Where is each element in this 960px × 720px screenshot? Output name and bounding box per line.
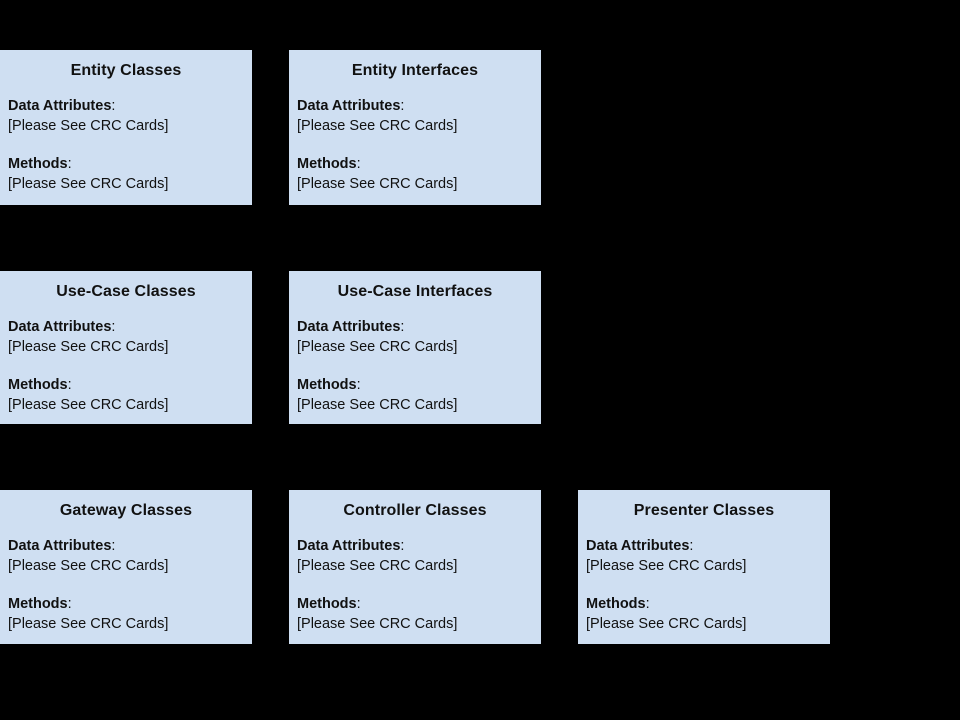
attributes-colon: : (400, 98, 405, 114)
methods-value: [Please See CRC Cards] (297, 396, 458, 413)
methods-colon: : (67, 377, 72, 394)
methods-label-line: Methods: (297, 595, 541, 615)
class-body: Data Attributes: [Please See CRC Cards] … (0, 318, 252, 415)
methods-label-line: Methods: (8, 595, 252, 615)
attributes-label: Data Attributes (297, 98, 401, 114)
methods-label: Methods (297, 596, 357, 613)
attributes-section: Data Attributes: [Please See CRC Cards] (8, 97, 252, 136)
attributes-colon: : (400, 538, 405, 554)
class-title: Entity Interfaces (351, 62, 479, 79)
attributes-label: Data Attributes (297, 538, 401, 554)
attributes-value: [Please See CRC Cards] (8, 117, 169, 134)
methods-label: Methods (8, 596, 68, 613)
class-body: Data Attributes: [Please See CRC Cards] … (289, 318, 541, 415)
methods-section: Methods: [Please See CRC Cards] (586, 595, 830, 634)
attributes-value: [Please See CRC Cards] (297, 338, 458, 355)
methods-label: Methods (586, 596, 646, 613)
class-title: Controller Classes (343, 502, 487, 519)
methods-section: Methods: [Please See CRC Cards] (8, 376, 252, 415)
methods-label: Methods (297, 156, 357, 173)
methods-label: Methods (8, 156, 68, 173)
class-box-presenter-classes[interactable]: Presenter Classes Data Attributes: [Plea… (578, 490, 830, 644)
methods-value: [Please See CRC Cards] (8, 396, 169, 413)
attributes-label-line: Data Attributes: (297, 537, 541, 557)
class-title: Use-Case Interfaces (337, 283, 493, 300)
methods-value: [Please See CRC Cards] (586, 615, 747, 632)
class-title: Presenter Classes (633, 502, 775, 519)
attributes-label-line: Data Attributes: (297, 97, 541, 117)
methods-label-line: Methods: (297, 376, 541, 396)
attributes-section: Data Attributes: [Please See CRC Cards] (8, 318, 252, 357)
class-box-controller-classes[interactable]: Controller Classes Data Attributes: [Ple… (289, 490, 541, 644)
attributes-label-line: Data Attributes: (8, 537, 252, 557)
attributes-label: Data Attributes (586, 538, 690, 554)
methods-section: Methods: [Please See CRC Cards] (297, 376, 541, 415)
methods-label-line: Methods: (586, 595, 830, 615)
methods-colon: : (67, 156, 72, 173)
class-body: Data Attributes: [Please See CRC Cards] … (289, 537, 541, 634)
class-title: Use-Case Classes (56, 283, 196, 300)
class-body: Data Attributes: [Please See CRC Cards] … (0, 537, 252, 634)
attributes-section: Data Attributes: [Please See CRC Cards] (586, 537, 830, 576)
attributes-section: Data Attributes: [Please See CRC Cards] (297, 537, 541, 576)
methods-value: [Please See CRC Cards] (297, 615, 458, 632)
methods-colon: : (356, 377, 361, 394)
attributes-colon: : (400, 319, 405, 335)
methods-colon: : (645, 596, 650, 613)
attributes-colon: : (111, 538, 116, 554)
class-body: Data Attributes: [Please See CRC Cards] … (578, 537, 830, 634)
methods-section: Methods: [Please See CRC Cards] (8, 155, 252, 194)
attributes-label: Data Attributes (8, 538, 112, 554)
attributes-section: Data Attributes: [Please See CRC Cards] (297, 318, 541, 357)
class-box-entity-interfaces[interactable]: Entity Interfaces Data Attributes: [Plea… (289, 50, 541, 205)
class-body: Data Attributes: [Please See CRC Cards] … (289, 97, 541, 194)
attributes-value: [Please See CRC Cards] (297, 117, 458, 134)
methods-value: [Please See CRC Cards] (297, 175, 458, 192)
attributes-label-line: Data Attributes: (8, 318, 252, 338)
methods-colon: : (356, 156, 361, 173)
methods-value: [Please See CRC Cards] (8, 175, 169, 192)
attributes-section: Data Attributes: [Please See CRC Cards] (297, 97, 541, 136)
attributes-value: [Please See CRC Cards] (586, 557, 747, 574)
attributes-value: [Please See CRC Cards] (8, 557, 169, 574)
methods-section: Methods: [Please See CRC Cards] (8, 595, 252, 634)
methods-value: [Please See CRC Cards] (8, 615, 169, 632)
attributes-colon: : (111, 98, 116, 114)
methods-colon: : (67, 596, 72, 613)
methods-label-line: Methods: (297, 155, 541, 175)
class-body: Data Attributes: [Please See CRC Cards] … (0, 97, 252, 194)
attributes-label: Data Attributes (297, 319, 401, 335)
attributes-label-line: Data Attributes: (586, 537, 830, 557)
attributes-colon: : (689, 538, 694, 554)
attributes-label-line: Data Attributes: (297, 318, 541, 338)
attributes-value: [Please See CRC Cards] (297, 557, 458, 574)
class-box-use-case-classes[interactable]: Use-Case Classes Data Attributes: [Pleas… (0, 271, 252, 424)
attributes-value: [Please See CRC Cards] (8, 338, 169, 355)
attributes-section: Data Attributes: [Please See CRC Cards] (8, 537, 252, 576)
attributes-label-line: Data Attributes: (8, 97, 252, 117)
class-title: Gateway Classes (59, 502, 193, 519)
methods-label: Methods (8, 377, 68, 394)
class-title: Entity Classes (70, 62, 182, 79)
attributes-label: Data Attributes (8, 319, 112, 335)
class-box-use-case-interfaces[interactable]: Use-Case Interfaces Data Attributes: [Pl… (289, 271, 541, 424)
attributes-colon: : (111, 319, 116, 335)
methods-label: Methods (297, 377, 357, 394)
methods-label-line: Methods: (8, 376, 252, 396)
attributes-label: Data Attributes (8, 98, 112, 114)
class-box-entity-classes[interactable]: Entity Classes Data Attributes: [Please … (0, 50, 252, 205)
class-box-gateway-classes[interactable]: Gateway Classes Data Attributes: [Please… (0, 490, 252, 644)
methods-label-line: Methods: (8, 155, 252, 175)
methods-section: Methods: [Please See CRC Cards] (297, 155, 541, 194)
methods-colon: : (356, 596, 361, 613)
methods-section: Methods: [Please See CRC Cards] (297, 595, 541, 634)
